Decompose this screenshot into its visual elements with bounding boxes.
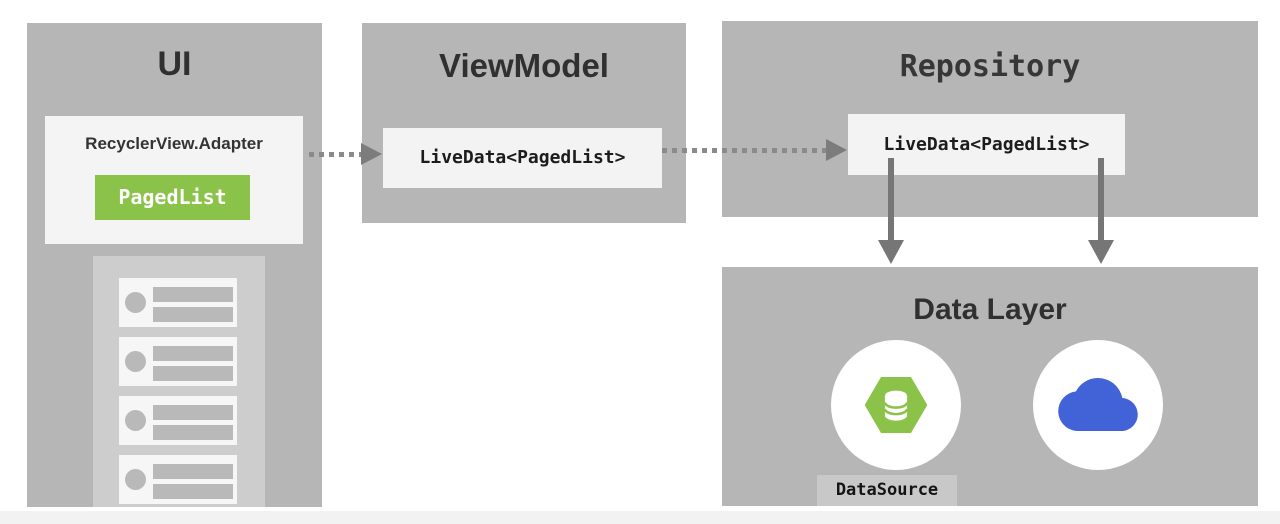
database-icon [864,376,928,434]
list-item [119,278,237,327]
list-item [119,455,237,504]
cloud-icon [1058,378,1138,431]
text-line-placeholder [153,346,233,361]
arrow-line [888,158,894,240]
pagedlist-badge: PagedList [95,175,250,220]
arrow-line [1098,158,1104,240]
viewmodel-title: ViewModel [439,47,609,84]
dotted-line [662,147,826,153]
arrowhead-down-icon [1088,240,1114,264]
viewmodel-component-box: ViewModel LiveData<PagedList> [362,23,686,223]
recyclerview-adapter-label: RecyclerView.Adapter [85,134,263,153]
arrow-repository-to-network [1088,158,1114,264]
arrow-ui-to-viewmodel [309,143,382,165]
arrowhead-right-icon [361,143,382,165]
arrow-viewmodel-to-repository [662,139,847,161]
text-line-placeholder [153,287,233,302]
list-item [119,396,237,445]
text-line-placeholder [153,425,233,440]
avatar-placeholder [125,410,146,431]
list-item [119,337,237,386]
avatar-placeholder [125,292,146,313]
arrow-repository-to-database [878,158,904,264]
ui-title: UI [157,45,192,83]
repository-title: Repository [899,49,1081,84]
arrowhead-right-icon [826,139,847,161]
datasource-label: DataSource [817,475,957,506]
data-layer-box: Data Layer DataSource [722,267,1258,506]
avatar-placeholder [125,351,146,372]
bottom-strip [0,511,1280,524]
database-source-circle [831,340,961,470]
viewmodel-livedata-box: LiveData<PagedList> [383,128,662,188]
dotted-line [309,151,361,157]
repository-component-box: Repository LiveData<PagedList> [722,21,1258,217]
avatar-placeholder [125,469,146,490]
text-line-placeholder [153,307,233,322]
network-source-circle [1033,340,1163,470]
recyclerview-adapter-panel: RecyclerView.Adapter PagedList [45,116,303,244]
text-line-placeholder [153,366,233,381]
text-line-placeholder [153,405,233,420]
arrowhead-down-icon [878,240,904,264]
text-line-placeholder [153,484,233,499]
repository-livedata-box: LiveData<PagedList> [848,114,1125,175]
data-layer-title: Data Layer [913,293,1067,326]
ui-component-box: UI RecyclerView.Adapter PagedList [27,23,322,507]
recyclerview-list-mockup [93,256,265,507]
text-line-placeholder [153,464,233,479]
